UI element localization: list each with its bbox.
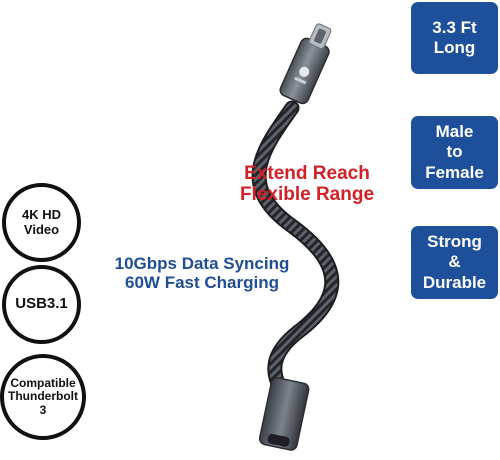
blue-headline-line1: 10Gbps Data Syncing <box>114 254 290 273</box>
blue-headline: 10Gbps Data Syncing 60W Fast Charging <box>104 254 300 292</box>
gender-line1: Male <box>435 121 474 141</box>
durability-line1: Strong <box>427 231 482 251</box>
gender-line3: Female <box>425 162 484 182</box>
feature-compat-line2: Thunderbolt 3 <box>8 389 78 417</box>
length-badge: 3.3 Ft Long <box>411 2 498 74</box>
durability-badge: Strong & Durable <box>411 226 498 299</box>
red-headline-line1: Extend Reach <box>244 163 370 184</box>
blue-headline-line2: 60W Fast Charging <box>125 273 279 293</box>
red-headline-line2: Flexible Range <box>239 184 375 206</box>
length-line2: Long <box>433 38 476 57</box>
feature-video-line1: 4K HD <box>21 206 61 222</box>
feature-video-line2: Video <box>23 221 60 237</box>
gender-badge: Male to Female <box>411 116 498 189</box>
feature-4k-video-badge: 4K HD Video <box>2 183 81 262</box>
feature-usb-badge: USB3.1 <box>2 265 81 344</box>
feature-usb-label: USB3.1 <box>15 295 68 313</box>
red-headline: Extend Reach Flexible Range <box>212 163 402 206</box>
length-line1: 3.3 Ft <box>432 17 477 37</box>
gender-line2: to <box>446 142 463 162</box>
durability-line2: & <box>448 252 461 272</box>
feature-compatible-badge: Compatible Thunderbolt 3 <box>0 354 86 440</box>
feature-compat-line1: Compatible <box>10 375 76 390</box>
durability-line3: Durable <box>422 272 487 292</box>
